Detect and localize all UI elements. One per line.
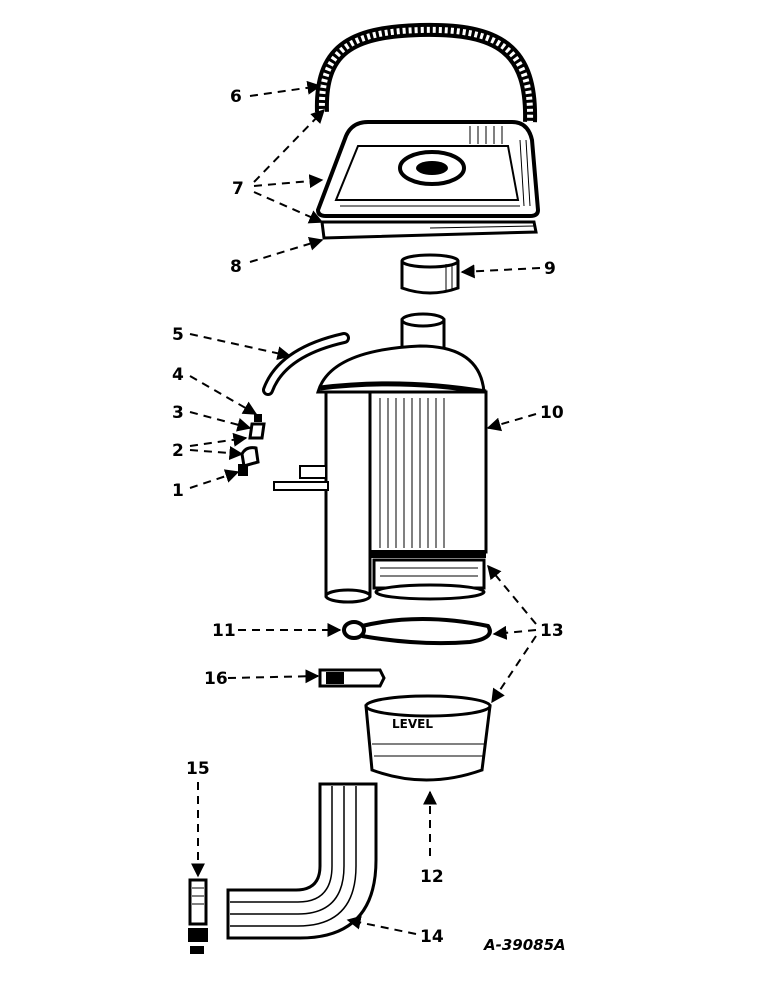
callout-10: 10 bbox=[540, 403, 564, 423]
callout-4: 4 bbox=[172, 365, 184, 385]
callout-14: 14 bbox=[420, 927, 444, 947]
leader-2a bbox=[189, 432, 248, 447]
leader-2b bbox=[189, 446, 244, 461]
callout-13: 13 bbox=[540, 621, 564, 641]
callout-9: 9 bbox=[544, 259, 556, 279]
callout-12: 12 bbox=[420, 867, 444, 887]
leader-lines bbox=[189, 80, 541, 935]
part-1-clamp bbox=[238, 464, 248, 476]
part-9-sleeve bbox=[400, 253, 460, 295]
callout-5: 5 bbox=[172, 325, 184, 345]
part-11-clamp bbox=[342, 617, 492, 646]
callout-15: 15 bbox=[186, 759, 210, 779]
callout-16: 16 bbox=[204, 669, 228, 689]
callout-7: 7 bbox=[232, 179, 244, 199]
part-16-screw bbox=[318, 668, 386, 688]
leader-14 bbox=[346, 915, 417, 935]
part-2-clamp bbox=[240, 446, 260, 468]
part-3-fitting bbox=[248, 422, 266, 440]
callout-2: 2 bbox=[172, 441, 184, 461]
leader-13c bbox=[491, 635, 537, 704]
part-15-bolt bbox=[188, 878, 208, 954]
leader-4 bbox=[189, 375, 258, 415]
leader-3 bbox=[189, 411, 252, 432]
callout-numbers: 6 7 8 9 5 4 3 2 1 10 11 13 16 12 15 14 bbox=[172, 87, 564, 947]
part-8-gasket bbox=[320, 220, 538, 240]
part-6-hood-seal bbox=[314, 22, 538, 123]
leader-6 bbox=[249, 80, 322, 97]
leader-1 bbox=[189, 469, 240, 489]
leader-9 bbox=[460, 264, 541, 279]
leader-7b bbox=[253, 174, 324, 189]
part-10-air-cleaner-body bbox=[273, 312, 488, 604]
hood-cap-shading bbox=[340, 126, 531, 207]
part-14-elbow bbox=[226, 782, 378, 940]
callout-8: 8 bbox=[230, 257, 242, 277]
part-4-fitting bbox=[254, 414, 262, 422]
leader-7a bbox=[253, 108, 325, 183]
leader-13b bbox=[492, 625, 537, 640]
body-shading bbox=[379, 398, 445, 548]
oil-cup-level-mark: LEVEL bbox=[392, 717, 433, 731]
callout-1: 1 bbox=[172, 481, 184, 501]
leader-7c bbox=[253, 191, 324, 224]
part-7-hood-cap bbox=[315, 120, 541, 218]
leader-13a bbox=[487, 564, 537, 625]
leader-10 bbox=[486, 413, 537, 432]
callout-6: 6 bbox=[230, 87, 242, 107]
drawing-number: A-39085A bbox=[483, 936, 566, 954]
part-12-oil-cup: LEVEL bbox=[364, 694, 492, 782]
leader-16 bbox=[227, 669, 320, 684]
callout-11: 11 bbox=[212, 621, 236, 641]
leader-8 bbox=[249, 236, 324, 263]
callout-3: 3 bbox=[172, 403, 184, 423]
part-5-hose bbox=[262, 332, 350, 396]
leader-5 bbox=[189, 333, 292, 361]
